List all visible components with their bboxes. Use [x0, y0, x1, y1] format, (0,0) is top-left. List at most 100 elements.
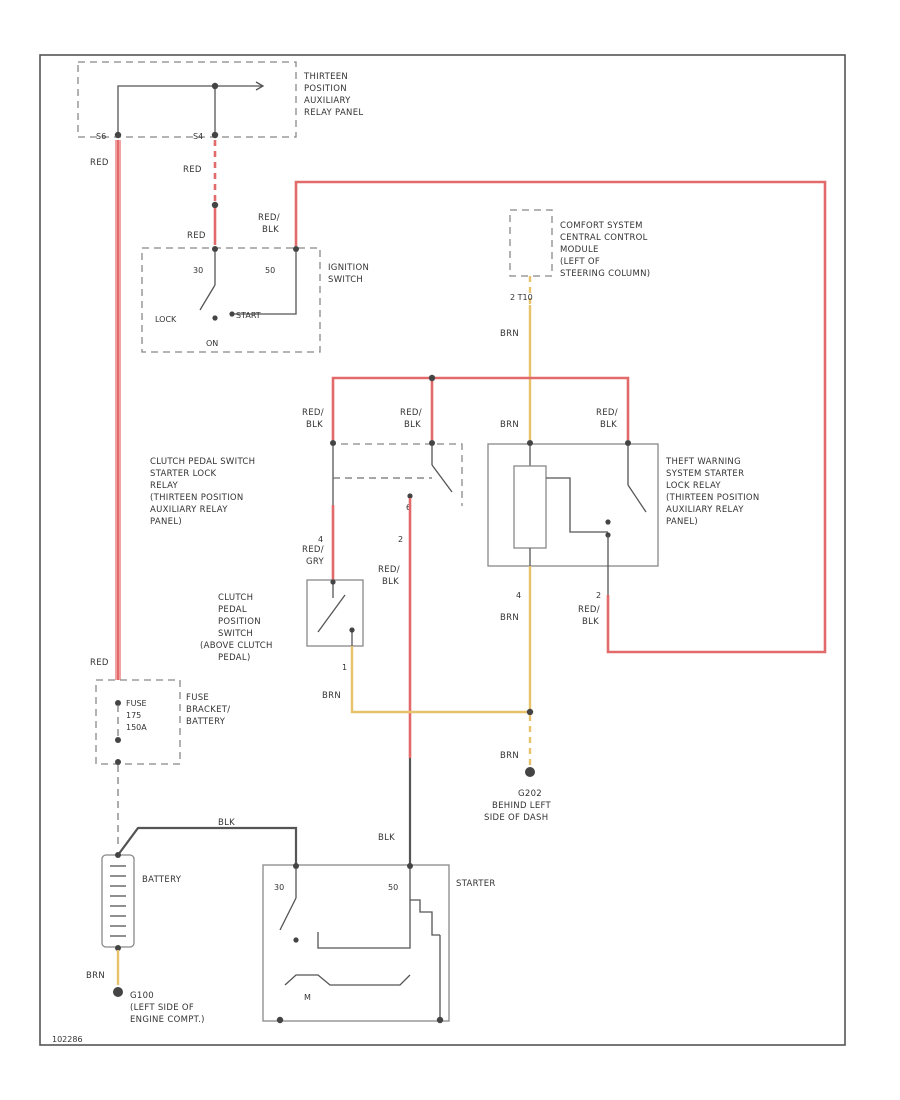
fuse-label-l3: 150A — [126, 723, 147, 732]
theft-relay-box — [487, 443, 659, 567]
relay-panel-box — [77, 61, 297, 138]
clutch-relay-pin-a — [330, 440, 336, 446]
diagram-frame — [39, 54, 846, 1046]
clutch-relay-box — [332, 440, 463, 506]
label-starter: STARTER — [456, 879, 496, 889]
label-wire-redblk-6b: BLK — [382, 577, 399, 587]
pin-lock: LOCK — [155, 315, 177, 324]
label-g202-l3: SIDE OF DASH — [484, 813, 548, 823]
label-clutch-relay-l4: (THIRTEEN POSITION — [150, 493, 244, 503]
fuse-bracket-terminal — [115, 759, 121, 765]
ignition-switch-box — [141, 247, 321, 353]
label-wire-red-4: RED — [187, 231, 206, 241]
label-comfort-l4: (LEFT OF — [560, 257, 600, 267]
wire-brn-clutch-ground — [350, 646, 530, 714]
label-wire-redblk-1a: RED/ — [258, 213, 280, 223]
terminal-s4 — [211, 131, 219, 139]
label-wire-redblk-4a: RED/ — [596, 408, 618, 418]
label-theft-l5: AUXILIARY RELAY — [666, 505, 744, 515]
pin-1: 1 — [342, 663, 347, 672]
label-clutch-switch-l5: (ABOVE CLUTCH — [200, 641, 273, 651]
ground-g202-symbol — [525, 767, 535, 777]
label-wire-redblk-3b: BLK — [404, 420, 421, 430]
label-g100-l2: (LEFT SIDE OF — [130, 1003, 194, 1013]
label-clutch-switch-l4: SWITCH — [218, 629, 253, 639]
relay-panel-arrow — [255, 81, 265, 91]
ignition-switch-blade — [199, 284, 216, 311]
label-clutch-relay-l3: RELAY — [150, 481, 179, 491]
label-relay-panel-l3: AUXILIARY — [304, 96, 351, 106]
label-wire-redblk-6a: RED/ — [378, 565, 400, 575]
theft-relay-coil — [513, 465, 547, 549]
label-wire-redblk-4b: BLK — [600, 420, 617, 430]
battery-body — [101, 854, 135, 948]
label-wire-redblk-1b: BLK — [262, 225, 279, 235]
pin-4a: 4 — [318, 535, 323, 544]
label-wire-red-1: RED — [90, 158, 109, 168]
label-g100-l1: G100 — [130, 991, 154, 1001]
wire-blk-battery-starter — [117, 826, 298, 865]
label-wire-blk-1: BLK — [218, 818, 235, 828]
clutch-switch-box — [306, 579, 364, 647]
label-fuse-l3: BATTERY — [186, 717, 226, 727]
pin-2b: 2 — [596, 591, 601, 600]
label-theft-l2: SYSTEM STARTER — [666, 469, 744, 479]
battery-pos-terminal — [115, 852, 121, 858]
label-wire-brn-1: BRN — [500, 329, 519, 339]
label-wire-brn-2: BRN — [500, 420, 519, 430]
pin-50: 50 — [265, 266, 275, 275]
label-wire-brn-4: BRN — [322, 691, 341, 701]
ignition-terminal-50 — [293, 246, 299, 252]
label-wire-red-2: RED — [90, 658, 109, 668]
label-comfort-l1: COMFORT SYSTEM — [560, 221, 643, 231]
label-wire-redblk-2a: RED/ — [302, 408, 324, 418]
label-clutch-relay-l2: STARTER LOCK — [150, 469, 217, 479]
relay-panel-bus — [117, 85, 262, 135]
battery-cells — [110, 865, 126, 937]
label-wire-brn-3: BRN — [500, 613, 519, 623]
label-comfort-l5: STEERING COLUMN) — [560, 269, 650, 279]
starter-solenoid-link — [317, 869, 411, 949]
label-clutch-switch-l2: PEDAL — [218, 605, 247, 615]
label-relay-panel-l4: RELAY PANEL — [304, 108, 363, 118]
starter-ground-dot-a — [276, 1016, 284, 1024]
label-clutch-relay-l6: PANEL) — [150, 517, 182, 527]
label-wire-blk-2: BLK — [378, 833, 395, 843]
clutch-switch-blade — [317, 594, 346, 633]
label-theft-l1: THEFT WARNING — [665, 457, 741, 467]
starter-box — [262, 864, 450, 1022]
label-wire-red-3: RED — [183, 165, 202, 175]
pin-s6: S6 — [96, 132, 106, 141]
fuse-terminal-bottom — [115, 737, 121, 743]
pin-starter-50: 50 — [388, 883, 398, 892]
label-ignition-l1: IGNITION — [328, 263, 369, 273]
fuse-terminal-top — [115, 700, 121, 706]
clutch-switch-pin-top — [330, 579, 336, 585]
label-wire-brn-5: BRN — [500, 751, 519, 761]
label-comfort-l3: MODULE — [560, 245, 599, 255]
label-wire-redgry-a: RED/ — [302, 545, 324, 555]
label-wire-redgry-b: GRY — [306, 557, 325, 567]
fuse-label-l2: 175 — [126, 711, 141, 720]
label-wire-redblk-2b: BLK — [306, 420, 323, 430]
pin-6: 6 — [406, 503, 411, 512]
pin-start: START — [236, 311, 261, 320]
ignition-start-contact — [229, 311, 235, 317]
label-relay-panel-l2: POSITION — [304, 84, 347, 94]
label-clutch-relay-l1: CLUTCH PEDAL SWITCH — [150, 457, 255, 467]
splice-dot-ground — [526, 708, 534, 716]
pin-4b: 4 — [516, 591, 521, 600]
label-battery: BATTERY — [142, 875, 182, 885]
label-g202-l2: BEHIND LEFT — [492, 801, 552, 811]
splice-dot — [211, 82, 219, 90]
terminal-s6 — [114, 131, 122, 139]
connector-dot — [211, 201, 219, 209]
label-wire-redblk-5b: BLK — [582, 617, 599, 627]
fuse-label-l1: FUSE — [126, 699, 147, 708]
label-wire-brn-6: BRN — [86, 971, 105, 981]
starter-solenoid-coil — [410, 899, 440, 936]
theft-relay-contact-a — [605, 519, 611, 525]
label-fuse-l1: FUSE — [186, 693, 209, 703]
